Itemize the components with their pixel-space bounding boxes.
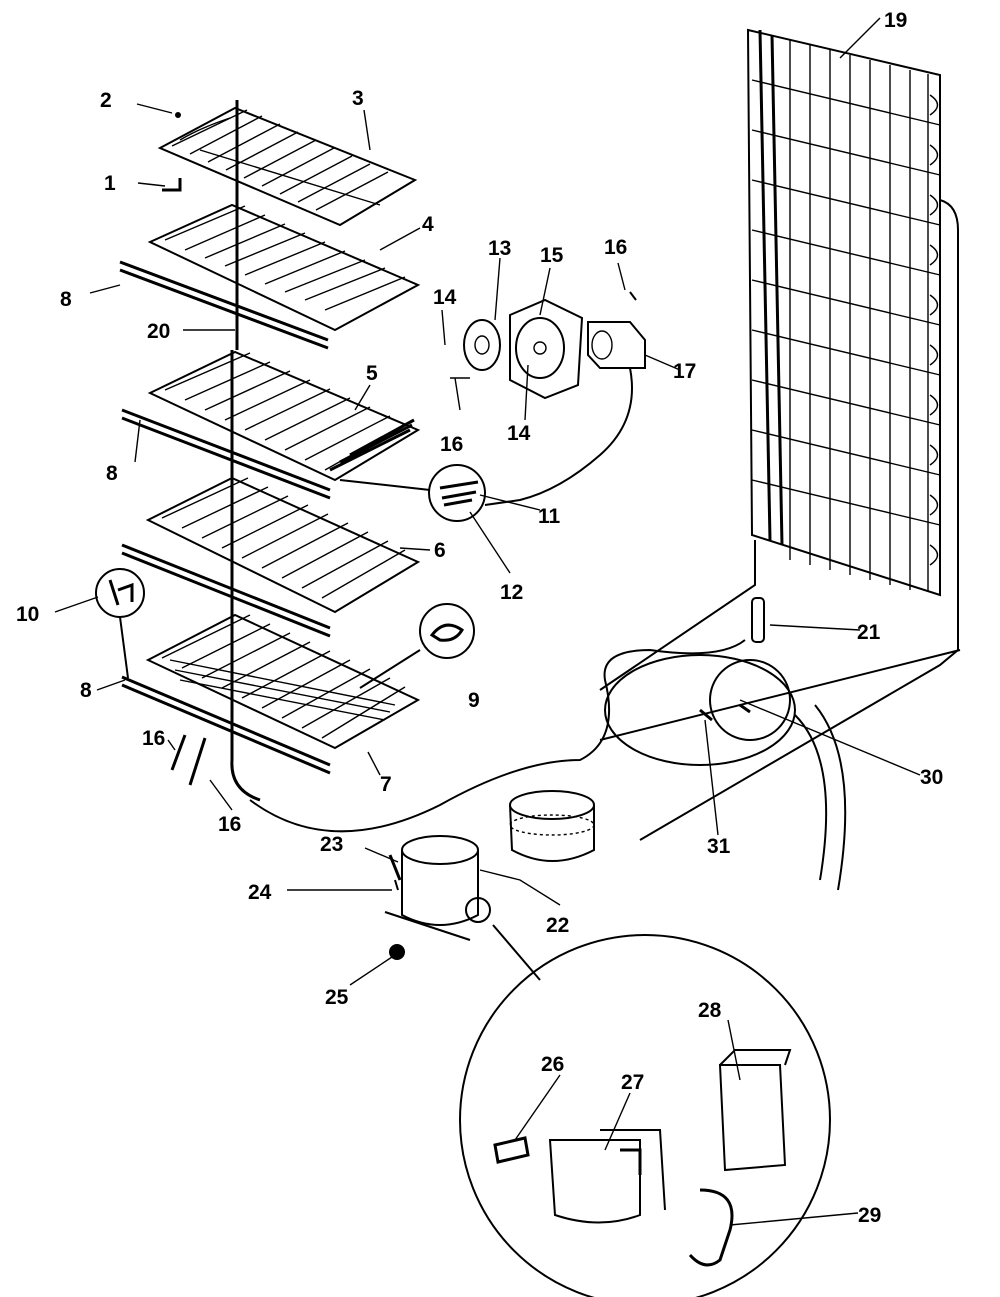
- callout-10: 10: [16, 603, 39, 626]
- callout-31: 31: [707, 835, 731, 858]
- callout-12: 12: [500, 581, 523, 604]
- shelf-4: [147, 203, 421, 332]
- callout-14b: 14: [507, 422, 531, 445]
- part-16-top: [629, 291, 637, 301]
- callout-3: 3: [352, 87, 364, 110]
- callout-14a: 14: [433, 286, 457, 309]
- drier-21: [751, 597, 765, 643]
- callout-8a: 8: [60, 288, 72, 311]
- pin-24: [394, 879, 399, 891]
- callout-24: 24: [248, 881, 272, 904]
- callout-16a: 16: [604, 236, 627, 259]
- grommet-25: [389, 944, 405, 960]
- shelf-5: [147, 350, 421, 482]
- callout-25: 25: [325, 986, 349, 1009]
- vertical-tube: [230, 100, 261, 802]
- icon-circle-9: [359, 603, 475, 689]
- callout-16c: 16: [142, 727, 165, 750]
- callout-5: 5: [366, 362, 378, 385]
- shelf-6: [145, 476, 421, 614]
- part-16-left: [170, 734, 207, 786]
- callout-9: 9: [468, 689, 480, 712]
- callout-13: 13: [488, 237, 511, 260]
- callout-19: 19: [884, 9, 907, 32]
- callout-26: 26: [541, 1053, 564, 1076]
- fan-assembly: [463, 298, 646, 506]
- callout-28: 28: [698, 999, 722, 1022]
- condenser-19: [599, 28, 959, 841]
- callout-22: 22: [546, 914, 569, 937]
- callout-4: 4: [422, 213, 434, 236]
- callout-11: 11: [538, 505, 561, 528]
- callout-27: 27: [621, 1071, 644, 1094]
- callout-17: 17: [673, 360, 696, 383]
- shelf-rails: [119, 260, 331, 775]
- tubing: [249, 639, 746, 833]
- thermostat-11: [339, 464, 486, 522]
- callout-1: 1: [104, 172, 116, 195]
- callouts: 2 3 1 4 8 20 5 8 6 10 9 8 7 16 16 13 15 …: [16, 9, 943, 1227]
- callout-30: 30: [920, 766, 943, 789]
- shelf-3: [157, 106, 418, 227]
- callout-6: 6: [434, 539, 446, 562]
- detail-circle: [459, 924, 831, 1297]
- icon-circle-10: [95, 568, 145, 679]
- callout-8b: 8: [106, 462, 118, 485]
- callout-16b: 16: [440, 433, 463, 456]
- callout-20: 20: [147, 320, 170, 343]
- callout-21: 21: [857, 621, 881, 644]
- condenser-fan-30: [599, 649, 961, 766]
- part-2: [175, 112, 181, 118]
- shelf-7: [145, 613, 421, 750]
- accumulator-22: [509, 790, 595, 862]
- callout-16d: 16: [218, 813, 241, 836]
- leader-lines: [54, 17, 921, 1226]
- part-1: [162, 178, 182, 192]
- callout-2: 2: [100, 89, 112, 112]
- callout-8c: 8: [80, 679, 92, 702]
- callout-7: 7: [380, 773, 392, 796]
- callout-23: 23: [320, 833, 343, 856]
- compressor: [384, 835, 491, 941]
- callout-15: 15: [540, 244, 564, 267]
- callout-29: 29: [858, 1204, 881, 1227]
